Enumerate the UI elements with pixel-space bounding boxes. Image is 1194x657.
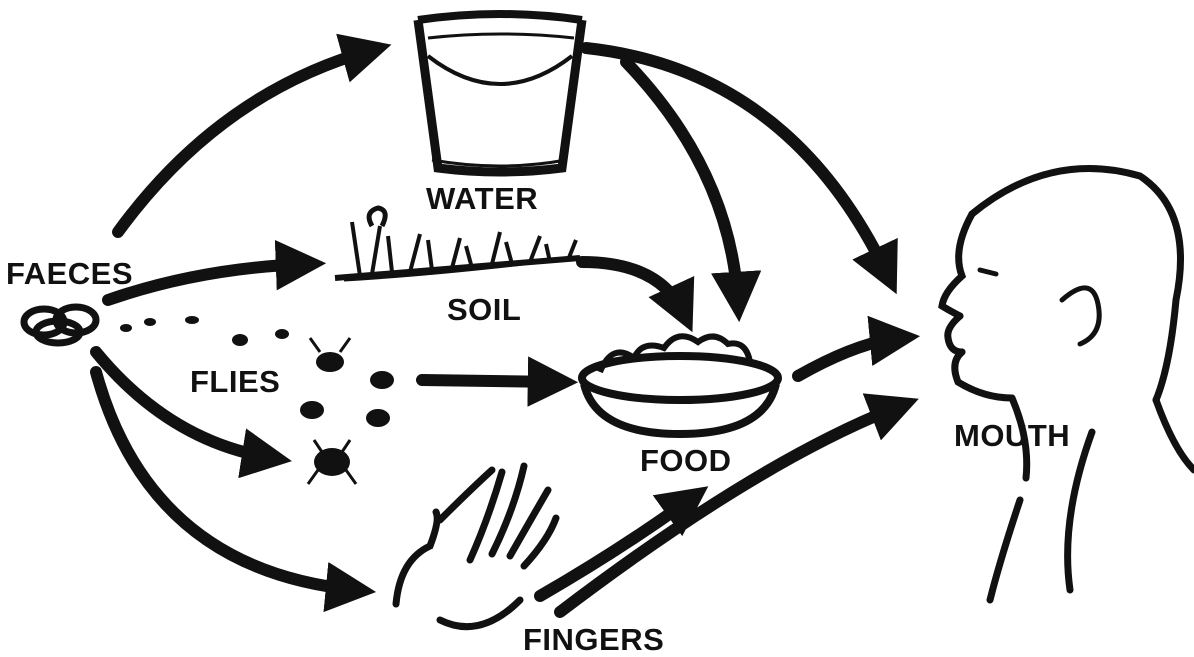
label-mouth: MOUTH xyxy=(954,420,1070,451)
label-food: FOOD xyxy=(640,445,732,476)
arrow-faeces-to-soil xyxy=(108,264,306,300)
arrow-water-to-food xyxy=(626,62,738,302)
arrow-soil-to-food xyxy=(582,262,684,314)
arrow-food-to-mouth xyxy=(798,338,900,376)
label-water: WATER xyxy=(426,183,538,214)
label-soil: SOIL xyxy=(447,294,521,325)
transmission-arrows xyxy=(96,48,900,612)
water-bucket-icon xyxy=(418,14,582,172)
label-flies: FLIES xyxy=(190,366,280,397)
label-fingers: FINGERS xyxy=(523,624,664,655)
arrow-faeces-to-water xyxy=(118,50,372,232)
faeces-icon xyxy=(24,307,96,343)
hand-icon xyxy=(396,466,556,627)
label-faeces: FAECES xyxy=(6,258,133,289)
arrow-flies-to-food xyxy=(422,380,558,382)
food-bowl-icon xyxy=(582,336,778,434)
arrow-fingers-to-food xyxy=(540,498,692,596)
arrow-fingers-to-mouth xyxy=(560,406,900,612)
arrow-water-to-mouth xyxy=(586,48,888,276)
person-head-icon xyxy=(942,168,1194,600)
soil-icon xyxy=(335,208,580,280)
